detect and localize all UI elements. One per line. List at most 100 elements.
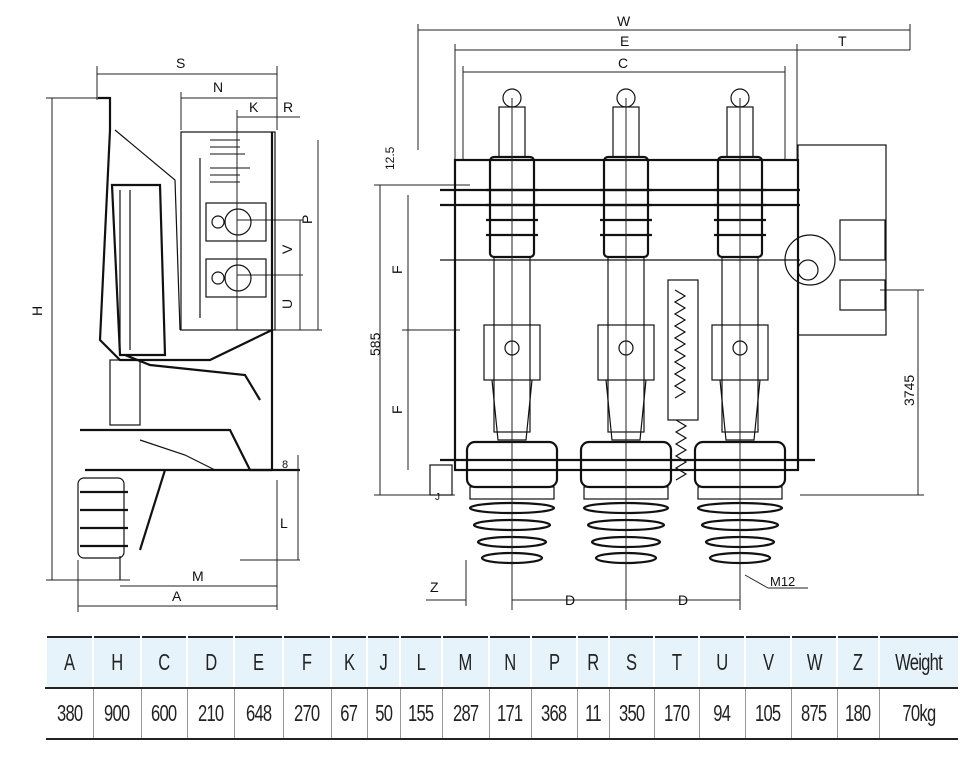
table-header-cell: M bbox=[441, 637, 489, 689]
technical-drawing: S N K R H P V U bbox=[29, 13, 924, 612]
table-value-cell: 875 bbox=[790, 688, 837, 739]
value-label: 180 bbox=[845, 700, 871, 726]
table-value-cell: 210 bbox=[186, 688, 234, 739]
dim-label-3745: 3745 bbox=[901, 375, 917, 406]
value-label: 210 bbox=[197, 700, 224, 726]
dim-label-F-top: F bbox=[389, 265, 405, 274]
header-label: F bbox=[302, 649, 312, 675]
table-value-cell: 180 bbox=[836, 688, 879, 739]
value-label: 350 bbox=[618, 700, 645, 726]
header-label: P bbox=[548, 649, 560, 675]
header-label: V bbox=[762, 649, 774, 675]
dim-label-V: V bbox=[279, 244, 295, 254]
table-header-cell: R bbox=[576, 637, 609, 689]
header-label: A bbox=[64, 649, 75, 675]
table-value-cell: 900 bbox=[92, 688, 141, 739]
table-header-cell: S bbox=[608, 637, 654, 689]
table-header-cell: Z bbox=[836, 637, 879, 689]
header-label: U bbox=[716, 649, 728, 675]
table-value-cell: 70kg bbox=[878, 688, 958, 739]
header-label: L bbox=[416, 649, 426, 675]
table-header-cell: A bbox=[45, 637, 93, 689]
table-value-cell: 67 bbox=[330, 688, 367, 739]
table-value-cell: 155 bbox=[399, 688, 442, 739]
dim-label-W: W bbox=[617, 13, 631, 29]
table-header-cell: Weight bbox=[878, 637, 958, 689]
table-header-cell: T bbox=[653, 637, 699, 689]
value-label: 270 bbox=[294, 700, 320, 726]
header-label: N bbox=[504, 649, 516, 675]
table-header-cell: P bbox=[530, 637, 577, 689]
table-header-cell: K bbox=[330, 637, 367, 689]
dim-label-8: 8 bbox=[282, 459, 288, 471]
dim-label-P: P bbox=[299, 215, 315, 224]
header-label: K bbox=[343, 649, 355, 675]
header-label: S bbox=[626, 649, 637, 675]
table-header-cell: L bbox=[399, 637, 442, 689]
dim-label-Z: Z bbox=[430, 579, 439, 595]
table-value-cell: 368 bbox=[530, 688, 577, 739]
table-value-cell: 270 bbox=[282, 688, 331, 739]
dim-label-H: H bbox=[29, 306, 45, 316]
header-label: R bbox=[587, 649, 599, 675]
dim-label-T: T bbox=[838, 33, 847, 49]
poles bbox=[465, 88, 787, 610]
dim-label-S: S bbox=[176, 55, 185, 71]
value-label: 105 bbox=[755, 700, 781, 726]
dim-label-E: E bbox=[620, 33, 629, 49]
table-header-cell: W bbox=[790, 637, 837, 689]
dim-label-D-right: D bbox=[678, 592, 688, 608]
table-value-cell: 380 bbox=[46, 688, 93, 739]
dim-label-U: U bbox=[279, 299, 295, 309]
value-label: 368 bbox=[541, 700, 567, 726]
table-value-cell: 11 bbox=[576, 688, 609, 739]
value-label: 50 bbox=[375, 700, 393, 726]
dim-label-D-left: D bbox=[565, 592, 575, 608]
table-value-cell: 50 bbox=[366, 688, 400, 739]
table-value-cell: 105 bbox=[744, 688, 791, 739]
side-view: S N K R H P V U bbox=[29, 55, 322, 612]
table-value-cell: 600 bbox=[140, 688, 187, 739]
table-header-cell: J bbox=[366, 637, 400, 689]
header-label: Weight bbox=[895, 649, 944, 675]
header-label: T bbox=[671, 649, 682, 675]
table-value-cell: 648 bbox=[233, 688, 283, 739]
value-label: 94 bbox=[713, 700, 732, 726]
dim-label-C: C bbox=[618, 55, 628, 71]
dim-label-J: J bbox=[435, 492, 440, 503]
table-value-cell: 171 bbox=[488, 688, 531, 739]
table-header-cell: N bbox=[488, 637, 531, 689]
dim-label-M12: M12 bbox=[770, 574, 795, 589]
table-header-cell: H bbox=[92, 637, 141, 689]
dim-label-N: N bbox=[213, 79, 223, 95]
header-label: C bbox=[158, 649, 170, 675]
value-label: 900 bbox=[104, 700, 130, 726]
value-label: 155 bbox=[408, 700, 434, 726]
table-header-cell: E bbox=[233, 637, 283, 689]
dim-label-M: M bbox=[192, 568, 204, 584]
value-label: 170 bbox=[663, 700, 690, 726]
table-header-cell: D bbox=[186, 637, 234, 689]
header-label: Z bbox=[853, 649, 863, 675]
dim-label-585: 585 bbox=[367, 332, 383, 356]
table-value-cell: 94 bbox=[698, 688, 745, 739]
header-label: H bbox=[111, 649, 123, 675]
value-label: 67 bbox=[340, 700, 359, 726]
value-label: 70kg bbox=[902, 700, 936, 726]
table-header-cell: C bbox=[140, 637, 187, 689]
table-value-cell: 170 bbox=[653, 688, 699, 739]
value-label: 11 bbox=[585, 700, 601, 726]
value-label: 171 bbox=[497, 700, 523, 726]
insulator-side bbox=[77, 477, 128, 580]
dim-label-L: L bbox=[280, 515, 288, 531]
header-label: J bbox=[379, 649, 388, 675]
dim-label-K: K bbox=[249, 99, 259, 115]
table-value-cell: 350 bbox=[608, 688, 654, 739]
value-label: 875 bbox=[801, 700, 827, 726]
dim-label-F-bottom: F bbox=[389, 405, 405, 414]
value-label: 287 bbox=[452, 700, 479, 726]
front-view: W E T C 12.5 585 F F 3745 bbox=[367, 13, 924, 610]
header-label: W bbox=[806, 649, 823, 675]
